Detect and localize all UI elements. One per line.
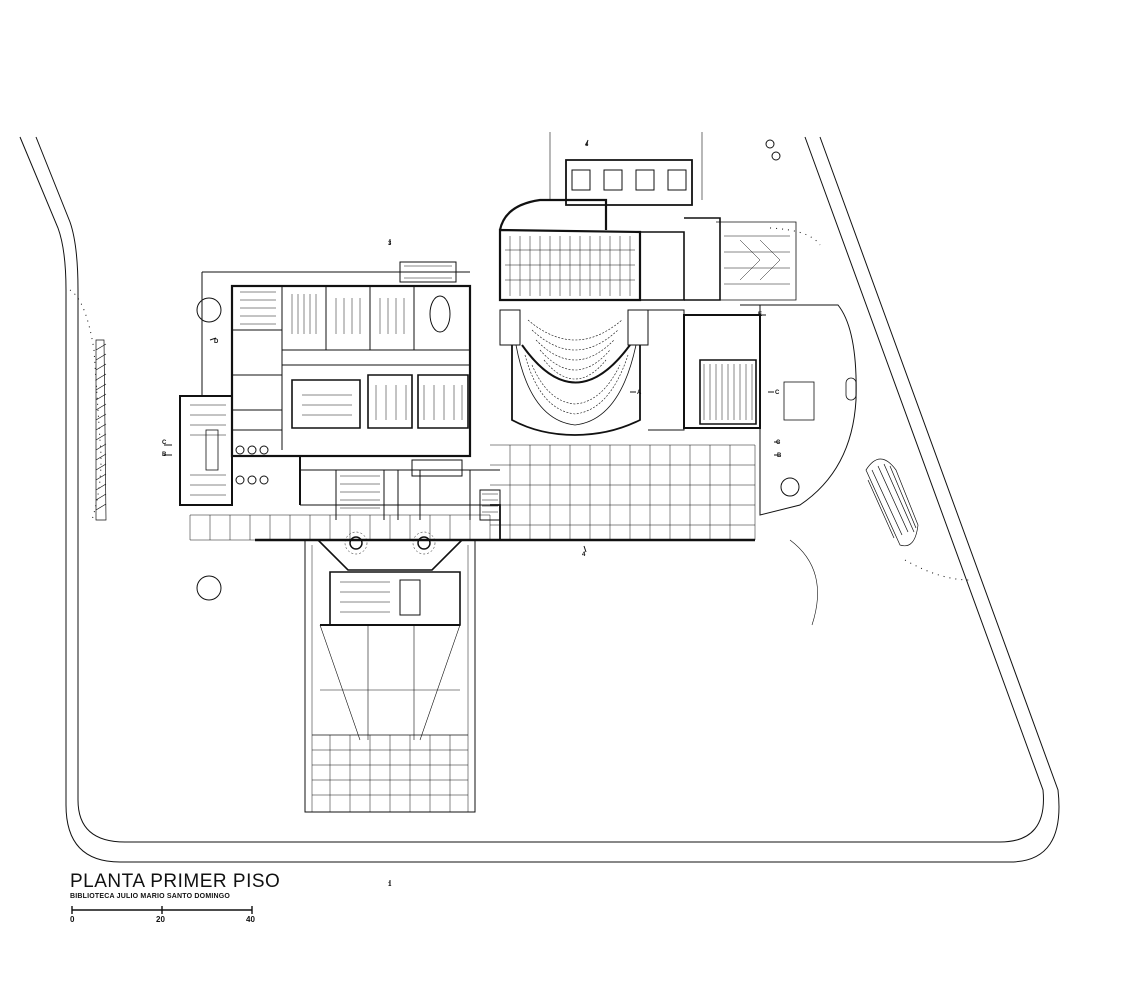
tree: [196, 575, 222, 601]
site-boundary-outer: [19, 136, 1060, 863]
marker-c-left: C: [162, 440, 167, 446]
planting-strip-left: [95, 339, 107, 521]
small-hall: [648, 221, 857, 431]
scale-tick-40: 40: [246, 915, 255, 924]
marker-b-left: B: [162, 452, 167, 458]
library-wing: [179, 261, 472, 506]
terrace-right: [740, 304, 857, 516]
marker-a: A: [637, 390, 642, 396]
central-core: [300, 459, 501, 521]
drawing-title-block: PLANTA PRIMER PISO BIBLIOTECA JULIO MARI…: [70, 872, 280, 901]
marker-1: 1: [388, 882, 392, 888]
marker-d: D: [214, 339, 219, 345]
marker-b-right: B: [777, 453, 782, 459]
marker-c-right2: C: [776, 440, 781, 446]
marker-4-top: 4: [585, 142, 589, 148]
planter-right: [865, 458, 919, 547]
marker-c-right: C: [775, 390, 780, 396]
drawing-title: PLANTA PRIMER PISO: [70, 871, 281, 892]
south-wing: [304, 531, 476, 813]
tree: [196, 297, 222, 323]
scale-bar: [71, 906, 253, 914]
drawing-subtitle: BIBLIOTECA JULIO MARIO SANTO DOMINGO: [70, 893, 231, 900]
scale-tick-0: 0: [70, 915, 75, 924]
site-boundary-inner: [35, 136, 1044, 843]
marker-e: E: [758, 312, 762, 318]
marker-4-bottom: 4: [582, 552, 586, 558]
scale-tick-20: 20: [156, 915, 165, 924]
marker-3: 3: [388, 241, 392, 247]
auditorium: [498, 132, 721, 436]
front-plaza: [189, 444, 756, 541]
tree: [780, 477, 800, 497]
